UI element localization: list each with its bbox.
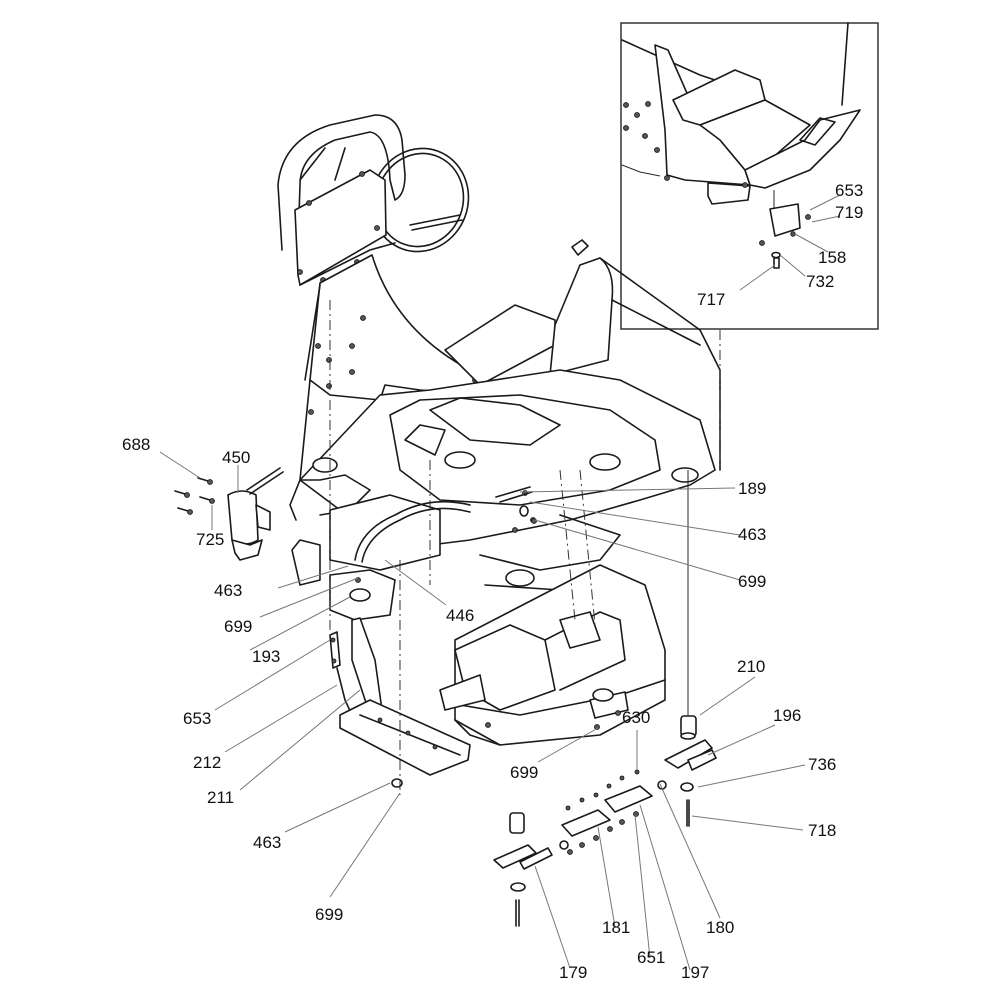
callout-699-tank: 699 xyxy=(510,763,538,782)
callout-651: 651 xyxy=(637,948,665,967)
fuel-tank xyxy=(439,490,666,746)
callout-653-inset: 653 xyxy=(835,181,863,200)
hose-446 xyxy=(354,500,471,561)
callout-718: 718 xyxy=(808,821,836,840)
callout-450: 450 xyxy=(222,448,250,467)
callout-181: 181 xyxy=(602,918,630,937)
bolts-688-725 xyxy=(174,477,215,515)
filter-assembly xyxy=(174,467,284,561)
seat-back-panel xyxy=(294,169,387,286)
inset-bolts xyxy=(623,101,748,188)
callout-719-inset: 719 xyxy=(835,203,863,222)
mount-196 xyxy=(664,739,713,769)
inset-leaders xyxy=(739,194,841,291)
callout-158-inset: 158 xyxy=(818,248,846,267)
callout-630: 630 xyxy=(622,708,650,727)
callout-197: 197 xyxy=(681,963,709,982)
washer-736 xyxy=(680,782,694,792)
inset-detail: 653 719 158 732 717 xyxy=(620,22,879,330)
plate-181 xyxy=(561,809,611,837)
callout-699-right: 699 xyxy=(738,572,766,591)
callout-189: 189 xyxy=(738,479,766,498)
callout-732-inset: 732 xyxy=(806,272,834,291)
callout-653: 653 xyxy=(183,709,211,728)
bushing-180 xyxy=(559,840,569,850)
callout-193: 193 xyxy=(252,647,280,666)
callout-717-inset: 717 xyxy=(697,290,725,309)
screws-630 xyxy=(565,769,640,811)
inset-seat-drawing xyxy=(621,22,861,269)
mounting-hardware xyxy=(493,715,717,927)
callout-211: 211 xyxy=(207,788,234,807)
callout-688: 688 xyxy=(122,435,150,454)
callout-labels: 688 450 725 463 699 193 446 653 212 211 … xyxy=(122,435,836,982)
callout-463-bottom: 463 xyxy=(253,833,281,852)
rail-212 xyxy=(339,699,471,776)
callout-699-left: 699 xyxy=(224,617,252,636)
callout-725: 725 xyxy=(196,530,224,549)
callout-446: 446 xyxy=(446,606,474,625)
inset-bracket-158 xyxy=(769,203,801,237)
callout-463-right: 463 xyxy=(738,525,766,544)
callout-736: 736 xyxy=(808,755,836,774)
callout-699-bottom: 699 xyxy=(315,905,343,924)
chassis-platform xyxy=(291,369,716,621)
alignment-lines xyxy=(329,300,721,795)
callout-196: 196 xyxy=(773,706,801,725)
callout-180: 180 xyxy=(706,918,734,937)
callout-212: 212 xyxy=(193,753,221,772)
callout-179: 179 xyxy=(559,963,587,982)
seat-frame-assembly xyxy=(277,114,721,521)
callout-210: 210 xyxy=(737,657,765,676)
filter-450 xyxy=(227,490,259,545)
leader-lines xyxy=(159,451,806,971)
mount-179 xyxy=(493,844,537,869)
callout-463-left: 463 xyxy=(214,581,242,600)
bracket-211 xyxy=(351,617,383,716)
